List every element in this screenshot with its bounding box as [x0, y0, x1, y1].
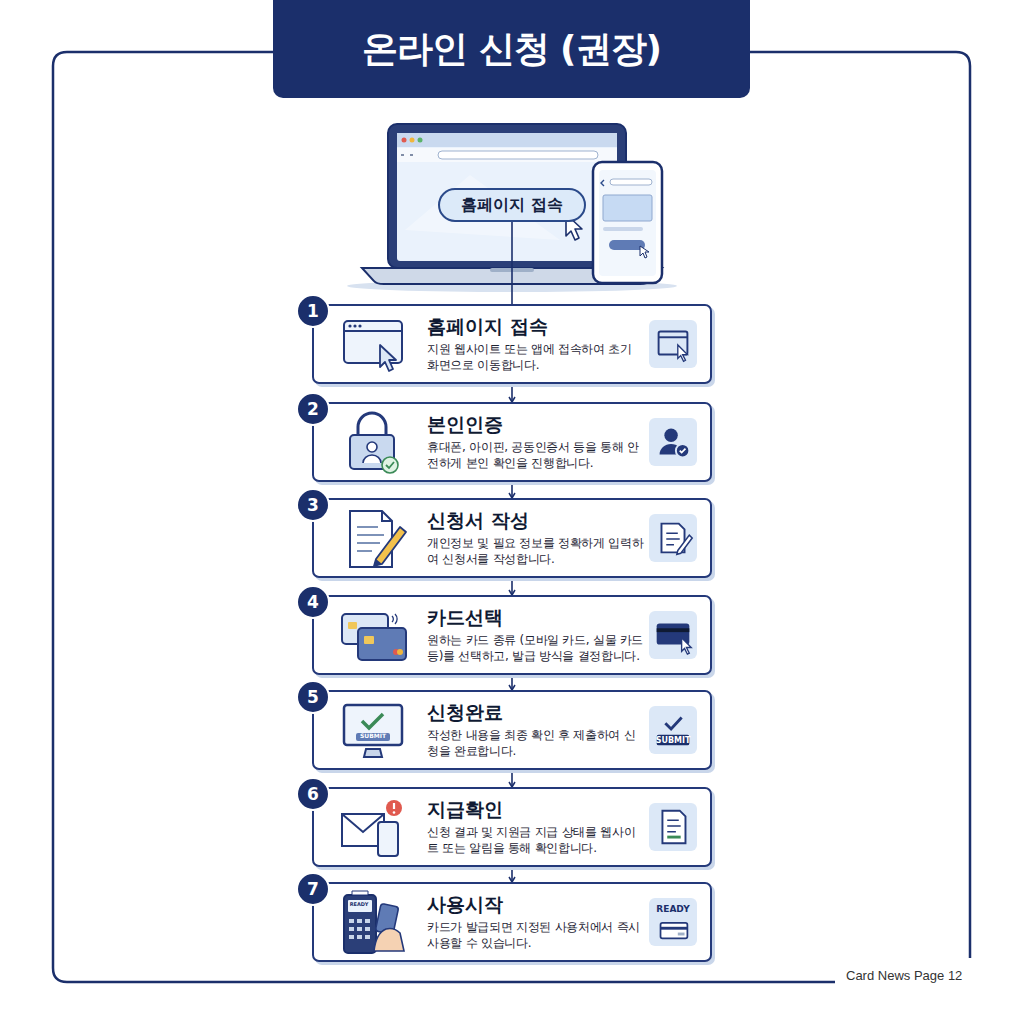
- step-title: 카드선택: [427, 605, 503, 631]
- callout-number: 5: [296, 680, 330, 714]
- button-text: 홈페이지 접속: [461, 195, 563, 216]
- step-description: 신청 결과 및 지원금 지급 상태를 웹사이트 또는 알림을 통해 확인합니다.: [427, 825, 645, 856]
- step-card: 본인인증휴대폰, 아이핀, 공동인증서 등을 통해 안전하게 본인 확인을 진행…: [312, 402, 712, 482]
- step-title: 본인인증: [427, 412, 503, 438]
- flow-connector: [511, 675, 513, 690]
- step-card: 신청완료작성한 내용을 최종 확인 후 제출하여 신청을 완료합니다. SUBMI…: [312, 690, 712, 770]
- callout-number: 3: [296, 488, 330, 522]
- icon-caption: SUBMIT: [360, 732, 386, 739]
- step-icon: [338, 505, 410, 571]
- outer-frame: [53, 52, 970, 982]
- icon-caption: SUBMIT: [656, 736, 691, 745]
- step-title: 사용시작: [427, 892, 503, 918]
- icon-tile: [649, 611, 697, 659]
- button-pill: 홈페이지 접속: [438, 188, 586, 222]
- flow-connector: [511, 770, 513, 787]
- step-card: 홈페이지 접속지원 웹사이트 또는 앱에 접속하여 초기 화면으로 이동합니다.: [312, 304, 712, 384]
- icon-tile: [649, 706, 697, 754]
- step-icon: [338, 794, 410, 860]
- title-banner: 온라인 신청 (권장): [273, 0, 750, 98]
- step-title: 신청완료: [427, 700, 503, 726]
- step-icon: [338, 889, 410, 955]
- icon-caption: READY: [656, 904, 689, 914]
- step-description: 카드가 발급되면 지정된 사용처에서 즉시 사용할 수 있습니다.: [427, 920, 645, 951]
- flow-connector: [511, 482, 513, 498]
- step-card: 사용시작카드가 발급되면 지정된 사용처에서 즉시 사용할 수 있습니다. REA…: [312, 882, 712, 962]
- callout-number: 1: [296, 294, 330, 328]
- step-card: 카드선택원하는 카드 종류 (모바일 카드, 실물 카드 등)를 선택하고, 발…: [312, 595, 712, 675]
- step-title: 신청서 작성: [427, 508, 529, 534]
- step-icon: [338, 311, 410, 377]
- tile-icon: [649, 514, 697, 562]
- step-title: 지급확인: [427, 797, 503, 823]
- tile-icon: [649, 611, 697, 659]
- callout-number: 6: [296, 777, 330, 811]
- step-description: 지원 웹사이트 또는 앱에 접속하여 초기 화면으로 이동합니다.: [427, 342, 645, 373]
- flow-connector: [511, 384, 513, 402]
- step-description: 원하는 카드 종류 (모바일 카드, 실물 카드 등)를 선택하고, 발급 방식…: [427, 633, 645, 664]
- title-text: 온라인 신청 (권장): [362, 25, 661, 74]
- flow-connector: [511, 222, 513, 304]
- icon-caption: READY: [350, 901, 369, 907]
- step-description: 작성한 내용을 최종 확인 후 제출하여 신청을 완료합니다.: [427, 728, 645, 759]
- tile-icon: [649, 320, 697, 368]
- tile-icon: [649, 803, 697, 851]
- icon-tile: [649, 514, 697, 562]
- callout-number: 7: [296, 872, 330, 906]
- icon-tile: [649, 803, 697, 851]
- footer-note: Card News Page 12: [846, 968, 962, 983]
- step-description: 휴대폰, 아이핀, 공동인증서 등을 통해 안전하게 본인 확인을 진행합니다.: [427, 440, 645, 471]
- step-card: 지급확인신청 결과 및 지원금 지급 상태를 웹사이트 또는 알림을 통해 확인…: [312, 787, 712, 867]
- icon-tile: [649, 418, 697, 466]
- step-icon: [338, 409, 410, 475]
- step-description: 개인정보 및 필요 정보를 정확하게 입력하여 신청서를 작성합니다.: [427, 536, 645, 567]
- step-card: 신청서 작성개인정보 및 필요 정보를 정확하게 입력하여 신청서를 작성합니다…: [312, 498, 712, 578]
- callout-number: 2: [296, 392, 330, 426]
- icon-tile: [649, 320, 697, 368]
- flow-connector: [511, 578, 513, 595]
- tile-icon: [649, 706, 697, 754]
- tile-icon: [649, 418, 697, 466]
- step-icon: [338, 602, 410, 668]
- callout-number: 4: [296, 585, 330, 619]
- flow-connector: [511, 867, 513, 882]
- step-icon: [338, 697, 410, 763]
- step-title: 홈페이지 접속: [427, 314, 548, 340]
